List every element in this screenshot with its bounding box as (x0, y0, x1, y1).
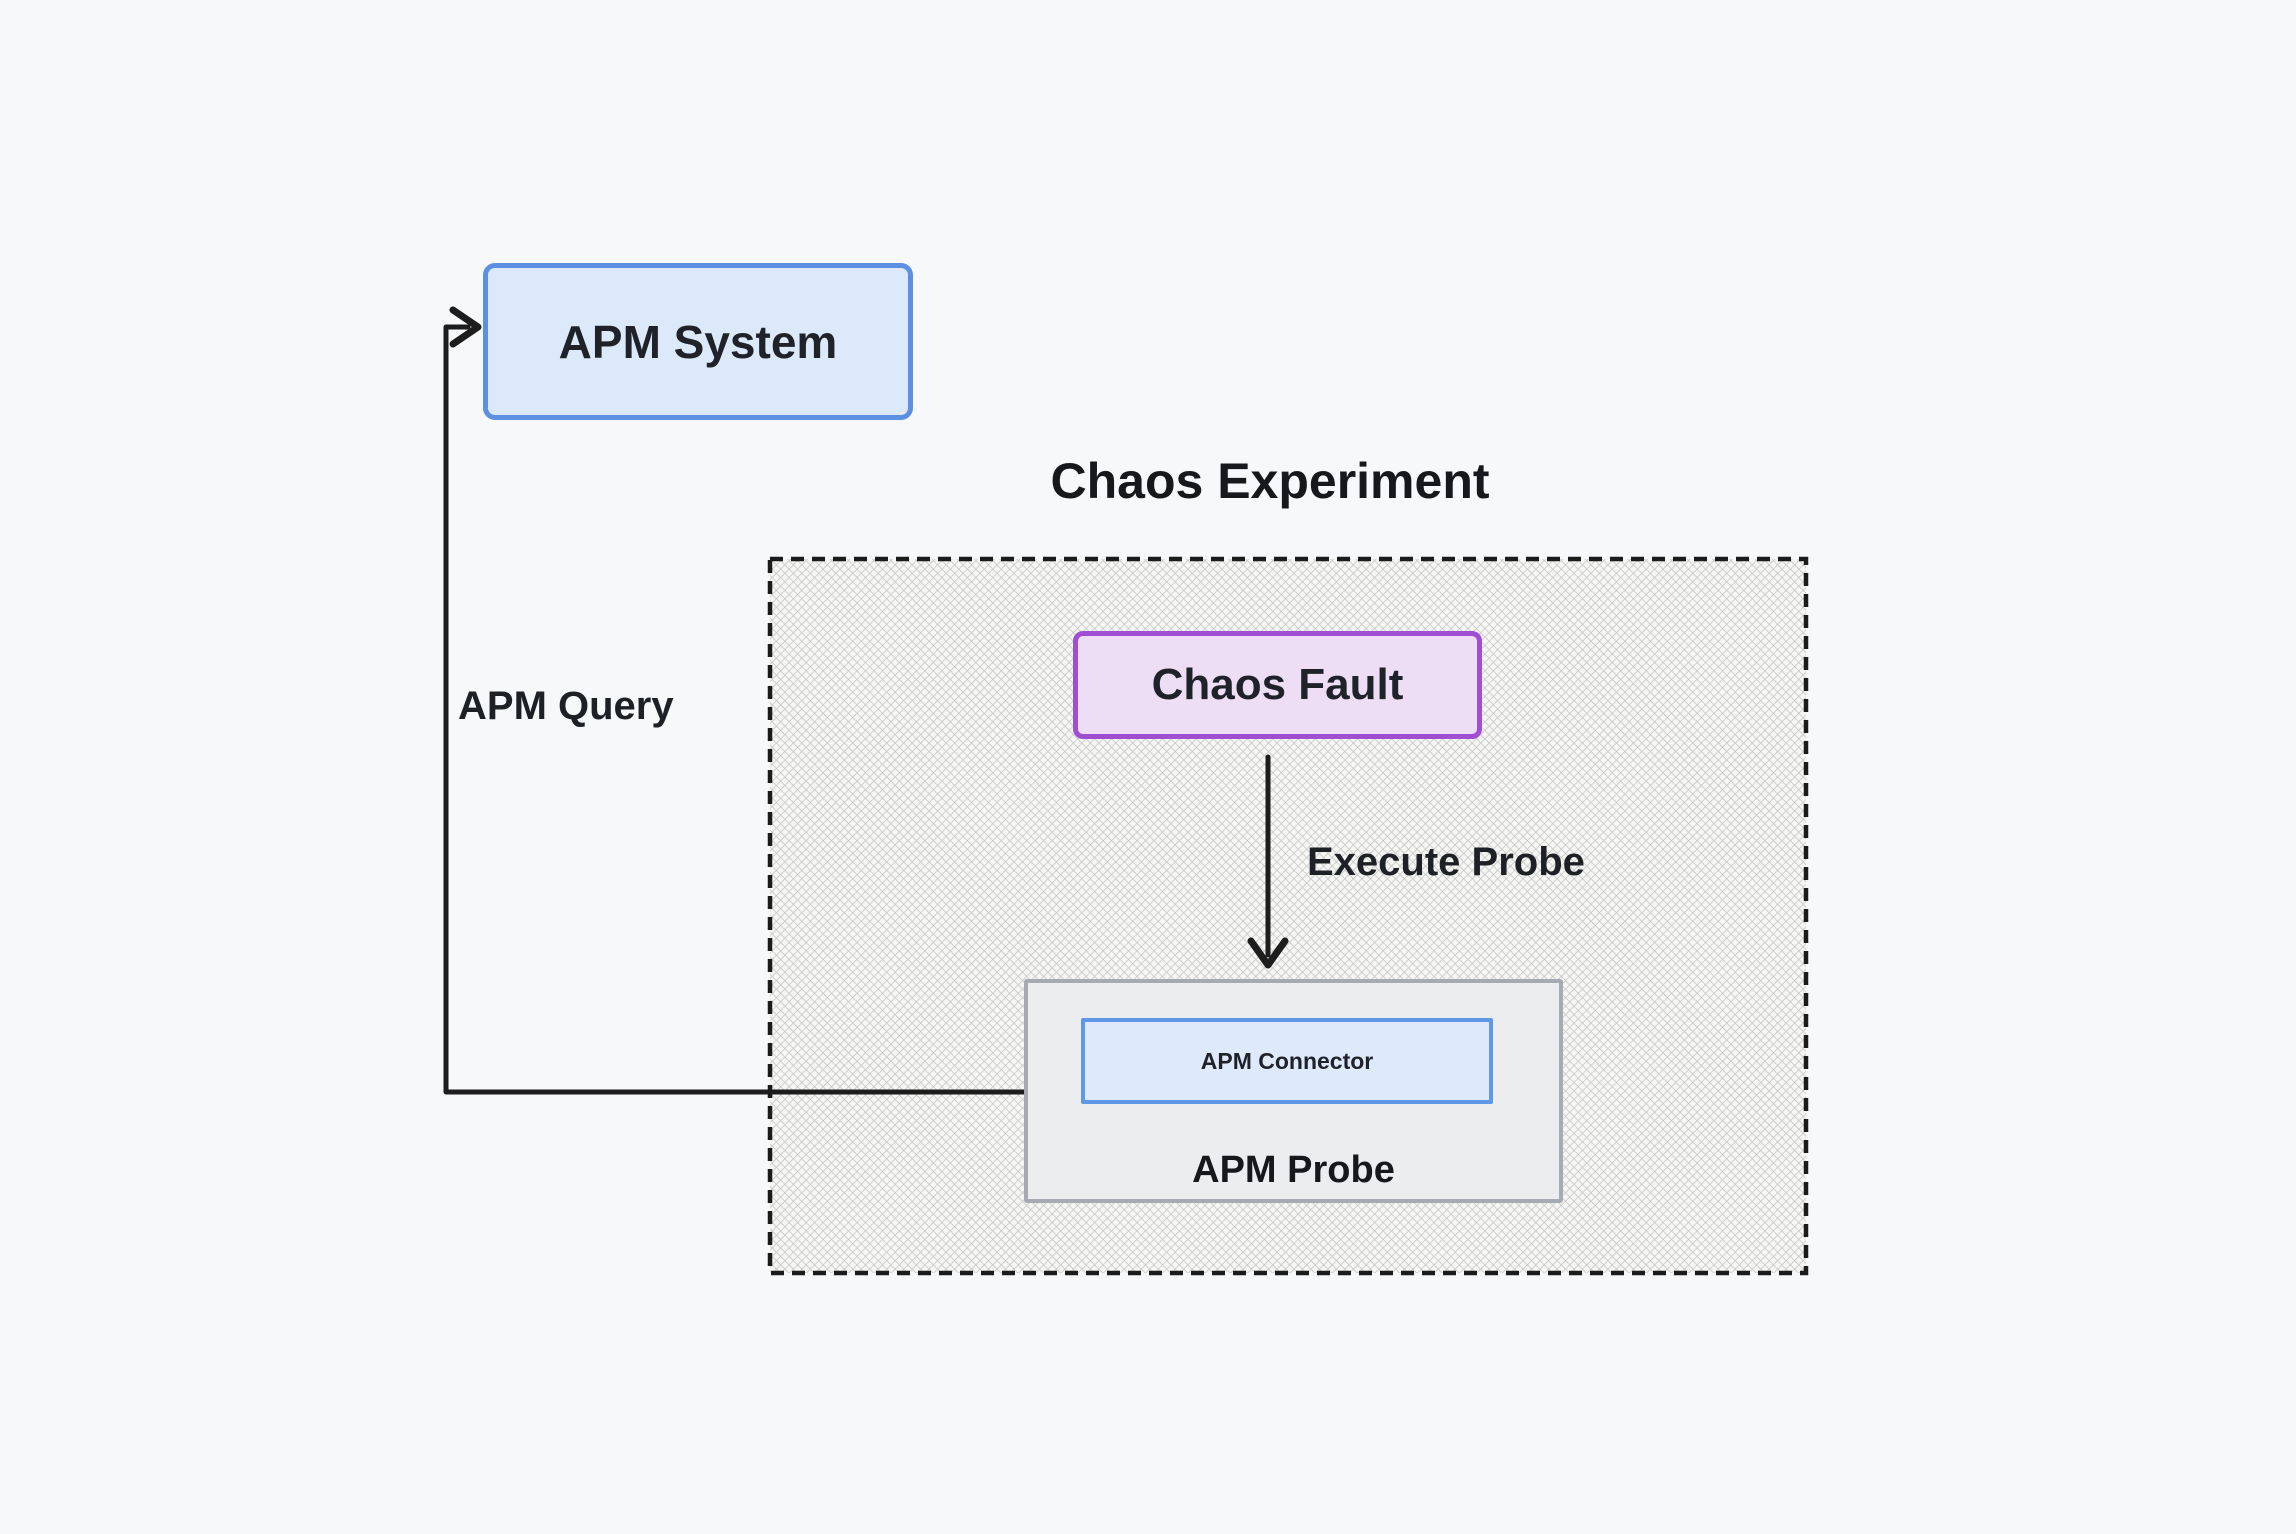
apm-probe-label: APM Probe (1192, 1149, 1395, 1191)
apm-query-line (443, 324, 1027, 1095)
chaos-experiment-title: Chaos Experiment (1050, 453, 1490, 509)
apm-connector-label: APM Connector (1200, 1047, 1374, 1074)
apm-system-node: APM System (483, 263, 913, 420)
apm-system-label: APM System (558, 315, 838, 368)
apm-connector-node: APM Connector (1081, 1018, 1493, 1104)
execute-probe-arrowhead (1247, 937, 1289, 969)
chaos-fault-label: Chaos Fault (1151, 660, 1404, 709)
execute-probe-edge-label: Execute Probe (1307, 840, 1585, 884)
chaos-fault-node: Chaos Fault (1073, 631, 1482, 739)
apm-probe-node: APM Connector APM Probe (1024, 979, 1563, 1203)
apm-query-arrowhead (449, 306, 482, 348)
apm-query-edge-label: APM Query (458, 684, 674, 728)
